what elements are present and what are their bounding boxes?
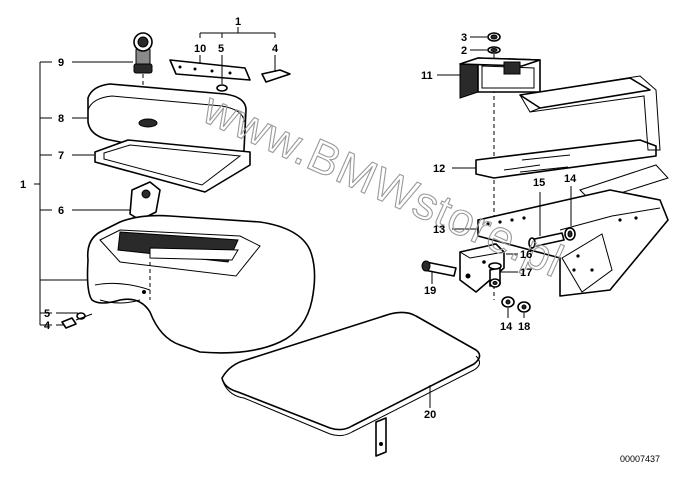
- callout-16: 16: [520, 249, 532, 261]
- carrier-rail-part: [452, 75, 669, 203]
- callout-6: 6: [58, 205, 64, 217]
- callout-10: 10: [194, 43, 206, 55]
- callout-12: 12: [433, 163, 445, 175]
- callout-4-bottom: 4: [44, 320, 51, 332]
- callout-4-top: 4: [272, 43, 279, 55]
- callout-17: 17: [520, 267, 532, 279]
- hinge-clip-part: [129, 181, 161, 238]
- callout-13: 13: [433, 224, 445, 236]
- callout-14-top: 14: [564, 173, 577, 185]
- callout-14-bottom: 14: [500, 321, 513, 333]
- clamp-block-part: [437, 57, 541, 99]
- callout-15: 15: [533, 177, 545, 189]
- callout-3: 3: [461, 32, 467, 44]
- callout-5-bottom: 5: [44, 308, 50, 320]
- callout-8: 8: [58, 113, 64, 125]
- callout-9: 9: [58, 57, 64, 69]
- callout-20: 20: [424, 409, 436, 421]
- callout-2: 2: [461, 45, 467, 57]
- callout-5-top: 5: [218, 43, 224, 55]
- washer-screw-bottom-part: [61, 312, 93, 329]
- bolt-washer-part: [528, 186, 576, 249]
- case-body-part: [86, 214, 316, 354]
- callout-7: 7: [58, 150, 64, 162]
- diagram-reference-number: 00007437: [620, 454, 660, 464]
- group-bracket-left: [34, 61, 52, 326]
- callout-1-top: 1: [235, 16, 241, 28]
- callout-1-left: 1: [20, 179, 26, 191]
- hinge-plate-part: [169, 59, 291, 92]
- callout-19: 19: [424, 285, 436, 297]
- gasket-part: [94, 139, 251, 193]
- group-bracket-top: [199, 27, 276, 84]
- callout-18: 18: [518, 321, 530, 333]
- lock-cylinder-part: [133, 32, 153, 112]
- fasteners-part: [421, 260, 531, 318]
- angle-bracket-part: [459, 243, 518, 293]
- base-plate-part: [452, 189, 669, 297]
- callout-11: 11: [421, 70, 433, 82]
- tray-plate-part: [221, 311, 481, 457]
